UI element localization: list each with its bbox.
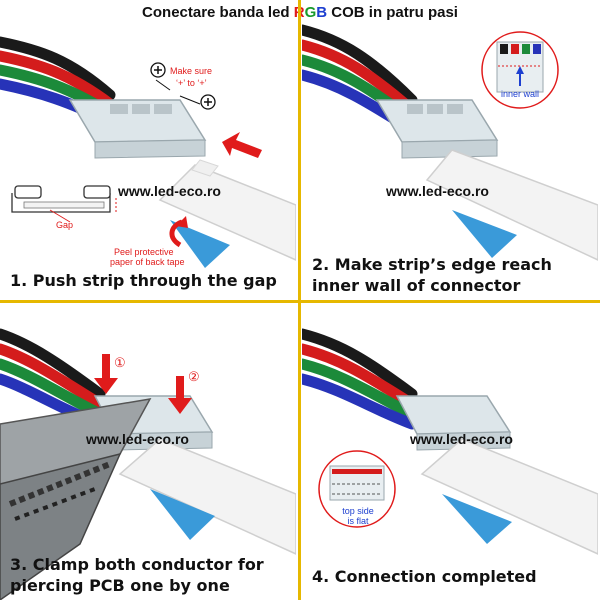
step-4-illustration <box>302 328 598 555</box>
step-4-panel: top side is flat www.led-eco.ro 4. Conne… <box>302 304 598 600</box>
led-strip <box>118 438 296 555</box>
step-2-caption-line-2: inner wall of connector <box>312 276 521 295</box>
title-letter-g: G <box>304 4 317 21</box>
step-3-illustration <box>0 328 296 600</box>
gap-label: Gap <box>56 220 74 230</box>
connector <box>68 99 207 159</box>
title-prefix: Conectare banda led <box>142 4 294 21</box>
connector <box>375 99 499 159</box>
step-3-caption-line-1: 3. Clamp both conductor for <box>10 555 264 574</box>
step-1-panel: Make sure ‘+’ to ‘+’ Gap Peel protective… <box>0 0 296 296</box>
make-sure-label-1: Make sure <box>170 66 213 76</box>
peel-label-1: Peel protective <box>114 247 174 257</box>
peel-label-2: paper of back tape <box>110 257 185 267</box>
title-suffix: COB in patru pasi <box>327 4 458 21</box>
step-3-panel: ① ② www.led-eco.ro 3. Clamp both conduct… <box>0 304 296 600</box>
step-3-caption-line-2: piercing PCB one by one <box>10 576 230 595</box>
top-side-label-2: is flat <box>347 516 369 526</box>
watermark: www.led-eco.ro <box>86 431 189 447</box>
marker-1: ① <box>114 355 126 370</box>
rgb-wires <box>302 328 418 430</box>
rgb-wires <box>302 24 418 136</box>
gap-diagram <box>11 185 117 223</box>
inner-wall-label: inner wall <box>500 89 540 99</box>
step-4-caption: 4. Connection completed <box>312 567 537 586</box>
horizontal-divider <box>0 300 600 303</box>
step-1-caption: 1. Push strip through the gap <box>10 271 277 290</box>
watermark: www.led-eco.ro <box>118 183 221 199</box>
pliers <box>0 398 152 600</box>
led-strip <box>425 149 598 261</box>
press-arrow-2 <box>168 376 192 414</box>
inner-wall-inset <box>481 31 559 109</box>
top-side-inset <box>318 450 396 528</box>
make-sure-label-2: ‘+’ to ‘+’ <box>176 78 207 88</box>
press-arrow-1 <box>94 354 118 394</box>
watermark: www.led-eco.ro <box>386 183 489 199</box>
step-1-illustration <box>0 36 296 268</box>
title-letter-b: B <box>316 4 328 21</box>
page-title: Conectare banda led RGB COB in patru pas… <box>0 4 600 21</box>
led-strip <box>420 438 598 555</box>
marker-2: ② <box>188 369 200 384</box>
push-arrow <box>222 132 262 158</box>
step-2-illustration <box>302 24 598 261</box>
top-side-label-1: top side <box>342 506 374 516</box>
watermark: www.led-eco.ro <box>410 431 513 447</box>
step-2-caption-line-1: 2. Make strip’s edge reach <box>312 255 552 274</box>
led-strip <box>158 159 296 268</box>
step-2-panel: inner wall www.led-eco.ro 2. Make strip’… <box>302 0 598 296</box>
